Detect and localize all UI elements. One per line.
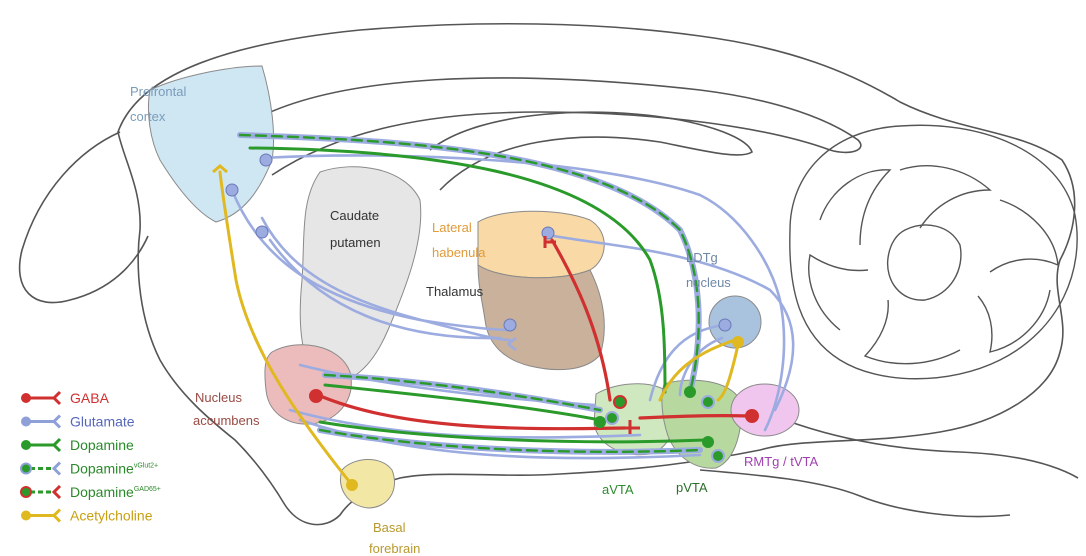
glutamate-cell-body [256,226,268,238]
glutamate-cell-body [504,319,516,331]
legend-label: DopaminevGlut2+ [70,461,158,477]
gaba-cell-body [309,389,323,403]
gaba-connector-icon [21,392,60,404]
glutamate-cell-body [226,184,238,196]
dopamine-vglut2-cell-body [606,412,618,424]
legend-label: GABA [70,390,110,406]
label-basal-forebrain: Basalforebrain [369,520,420,556]
label-avta: aVTA [602,482,634,497]
label-thalamus: Thalamus [426,284,484,299]
dopamine-vglut2-cell-body [702,396,714,408]
legend-item: GABA [21,390,110,406]
region-lateral-habenula [478,211,604,278]
acetylcholine-cell-body [346,479,358,491]
legend-label: Acetylcholine [70,508,153,524]
glutamate-cell-body [719,319,731,331]
glutamate-connector-icon [21,416,60,428]
gaba-cell-body [745,409,759,423]
legend-item: DopamineGAD65+ [21,484,161,500]
legend-item: Acetylcholine [21,508,153,524]
cerebellum [790,125,1077,379]
dopamine-cell-body [684,386,696,398]
acetylcholine-cell-body [732,336,744,348]
legend: GABA GlutamateDopamineDopaminevGlut2+ Dopa… [21,390,161,524]
label-nucleus-accumbens: Nucleusaccumbens [193,390,260,428]
dopamine-connector-icon [21,439,60,451]
legend-item: Glutamate [21,414,135,430]
acetylcholine-connector-icon [21,510,60,522]
legend-item: Dopamine [21,437,134,453]
legend-label: Glutamate [70,414,135,430]
glutamate-cell-body [260,154,272,166]
dopamine-cell-body [594,416,606,428]
dopamine-vglut2-connector-icon [21,463,60,475]
region-nucleus-accumbens [265,345,351,424]
label-rmtg-tvta: RMTg / tVTA [744,454,818,469]
dopamine-gad65-cell-body [614,396,626,408]
legend-label: DopamineGAD65+ [70,484,161,500]
legend-item: DopaminevGlut2+ [21,461,158,477]
label-pvta: pVTA [676,480,708,495]
dopamine-gad65-connector-icon [21,486,60,498]
dopamine-cell-body [702,436,714,448]
region-thalamus [478,265,604,370]
legend-label: Dopamine [70,437,134,453]
dopamine-vglut2-cell-body [712,450,724,462]
